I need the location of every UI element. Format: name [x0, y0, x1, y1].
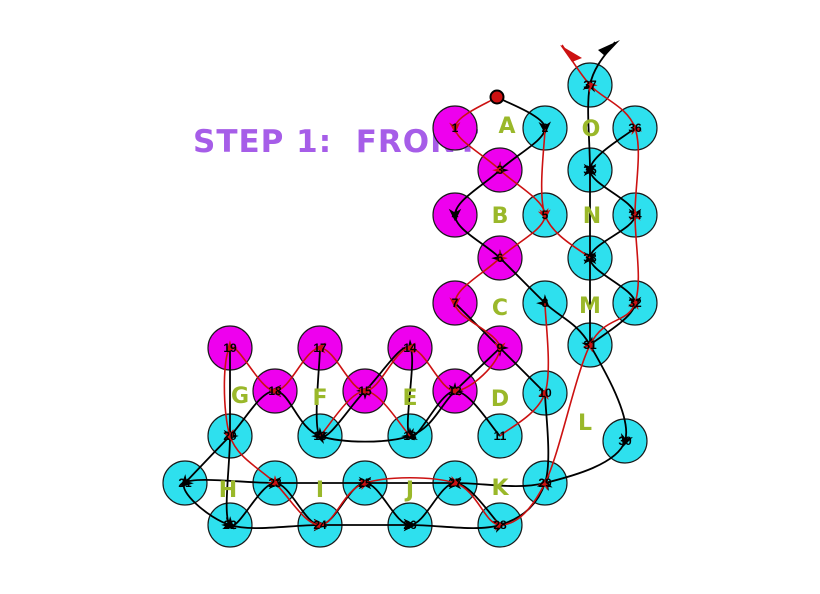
region-letter-D: D — [491, 387, 509, 412]
bead-label-6: 6 — [497, 251, 504, 265]
bead-label-16: 16 — [313, 429, 327, 443]
bead-label-4: 4 — [452, 208, 459, 222]
bead-label-23: 23 — [268, 476, 282, 490]
region-letter-J: J — [404, 478, 414, 503]
region-letter-A: A — [498, 114, 515, 139]
bead-label-11: 11 — [494, 429, 507, 443]
bead-label-14: 14 — [403, 341, 417, 355]
letters-layer: A B C D E F G H I J K L M N O — [219, 114, 601, 503]
bead-label-8: 8 — [542, 296, 549, 310]
region-letter-K: K — [491, 476, 509, 501]
thread-red-2 — [537, 127, 591, 259]
region-letter-H: H — [219, 478, 237, 503]
region-letter-C: C — [492, 296, 508, 321]
bead-label-29: 29 — [538, 476, 552, 490]
region-letter-E: E — [402, 386, 417, 411]
bead-label-15: 15 — [358, 384, 372, 398]
thread-start-dot — [489, 89, 505, 105]
bead-label-9: 9 — [497, 341, 504, 355]
bead-label-34: 34 — [628, 208, 642, 222]
bead-label-25: 25 — [358, 476, 372, 490]
region-letter-L: L — [578, 411, 592, 436]
extras-layer — [489, 40, 620, 105]
bead-label-21: 21 — [178, 476, 192, 490]
thread-red-4 — [319, 385, 411, 437]
bead-label-30: 30 — [618, 434, 632, 448]
region-letter-B: B — [492, 204, 509, 229]
bead-label-13: 13 — [403, 429, 417, 443]
bead-label-10: 10 — [538, 386, 552, 400]
bead-label-12: 12 — [448, 384, 462, 398]
bead-label-18: 18 — [268, 384, 282, 398]
bead-label-17: 17 — [313, 341, 327, 355]
bead-label-5: 5 — [542, 208, 549, 222]
region-letter-M: M — [579, 294, 601, 319]
region-letter-O: O — [582, 117, 601, 142]
bead-label-31: 31 — [583, 338, 597, 352]
region-letter-G: G — [231, 384, 249, 409]
bead-label-20: 20 — [223, 429, 237, 443]
region-letter-F: F — [312, 386, 327, 411]
bead-label-7: 7 — [452, 296, 459, 310]
thread-red-3 — [499, 302, 550, 437]
bead-label-26: 26 — [403, 518, 417, 532]
bead-label-2: 2 — [542, 121, 549, 135]
bead-label-22: 22 — [223, 518, 237, 532]
bead-label-33: 33 — [583, 251, 597, 265]
region-letter-I: I — [316, 478, 324, 503]
red-exit-arrow-icon — [560, 45, 582, 62]
bead-label-28: 28 — [493, 518, 507, 532]
bead-label-35: 35 — [583, 163, 597, 177]
bead-label-19: 19 — [223, 341, 237, 355]
bead-label-32: 32 — [628, 296, 642, 310]
black-exit-arrow-icon — [598, 40, 620, 56]
threads-layer — [180, 41, 643, 533]
bead-label-1: 1 — [452, 121, 459, 135]
bead-label-24: 24 — [313, 518, 327, 532]
bead-label-27: 27 — [448, 476, 462, 490]
bead-label-3: 3 — [497, 163, 504, 177]
bead-label-37: 37 — [583, 78, 597, 92]
bead-label-36: 36 — [628, 121, 642, 135]
region-letter-N: N — [583, 204, 601, 229]
thread-red-1 — [222, 44, 643, 531]
